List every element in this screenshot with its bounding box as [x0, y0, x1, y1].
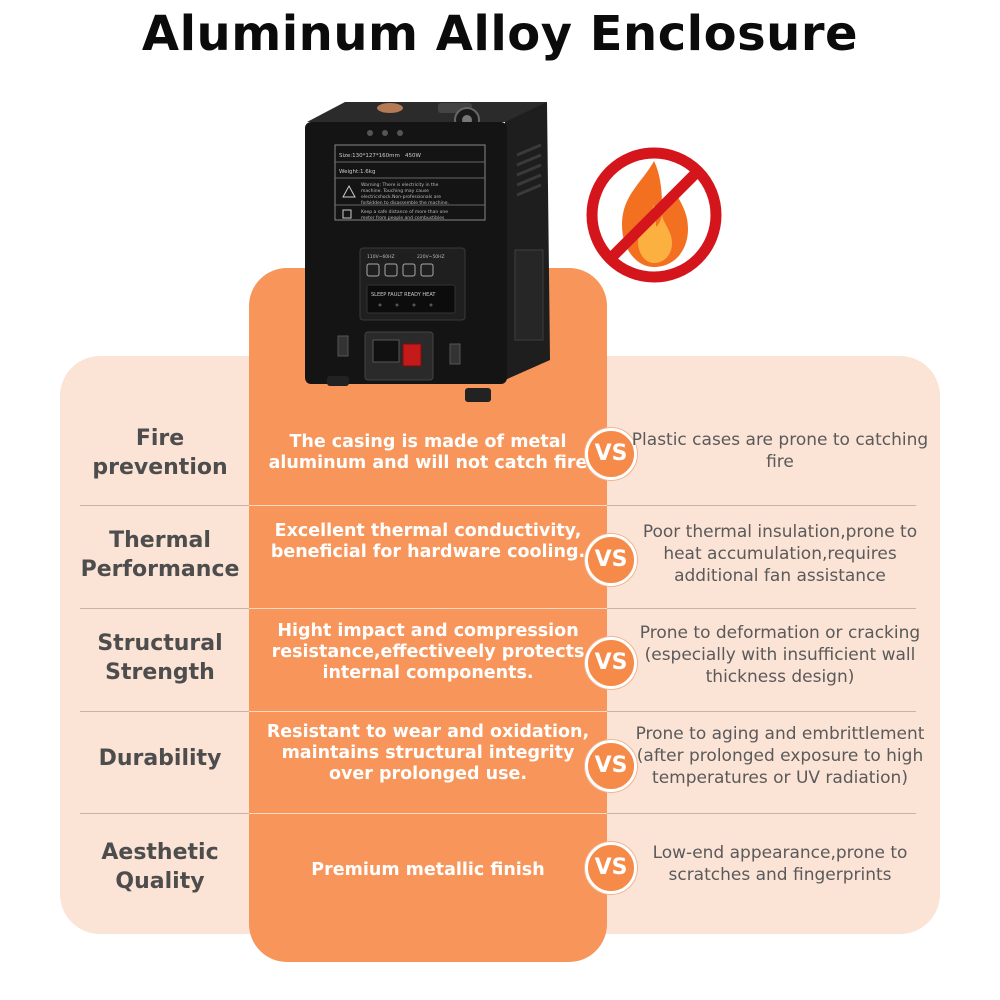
vs-badge: VS [585, 428, 637, 480]
voltage-220: 220V~50HZ [417, 254, 445, 260]
aluminum-thermal-performance: Excellent thermal conductivity, benefici… [270, 521, 586, 562]
row-label-structural-strength: Structural Strength [97, 631, 223, 685]
vs-badge: VS [585, 534, 637, 586]
warning-text: Warning: There is electricity in the mac… [361, 182, 449, 206]
device-image: Size:130*127*160mm 450W Weight:1.6kg War… [305, 102, 550, 402]
aluminum-aesthetic-quality: Premium metallic finish [311, 860, 545, 880]
plastic-structural-strength: Prone to deformation or cracking (especi… [639, 623, 921, 687]
aluminum-fire-prevention: The casing is made of metal aluminum and… [268, 432, 588, 473]
page-title: Aluminum Alloy Enclosure [141, 6, 859, 62]
weight-text: Weight:1.6kg [339, 169, 375, 175]
plastic-aesthetic-quality: Low-end appearance,prone to scratches an… [652, 843, 908, 885]
row-divider [249, 505, 607, 506]
vs-badge: VS [585, 637, 637, 689]
voltage-110: 110V~60HZ [367, 254, 395, 260]
row-divider [249, 813, 607, 814]
row-divider [249, 711, 607, 712]
row-divider [249, 608, 607, 609]
plastic-thermal-performance: Poor thermal insulation,prone to heat ac… [642, 522, 918, 586]
distance-text: Keep a safe distance of more than one me… [361, 209, 449, 221]
status-text: SLEEP FAULT READY HEAT [371, 292, 436, 298]
row-label-fire-prevention: Fire prevention [92, 426, 228, 480]
aluminum-structural-strength: Hight impact and compression resistance,… [271, 621, 585, 683]
size-text: Size:130*127*160mm [339, 153, 400, 159]
no-fire-icon [582, 143, 726, 287]
power-text: 450W [405, 153, 421, 159]
aluminum-durability: Resistant to wear and oxidation, maintai… [266, 722, 590, 784]
vs-badge: VS [585, 740, 637, 792]
plastic-fire-prevention: Plastic cases are prone to catching fire [631, 430, 929, 472]
row-label-aesthetic-quality: Aesthetic Quality [101, 840, 219, 894]
row-label-thermal-performance: Thermal Performance [80, 528, 240, 582]
vs-badge: VS [585, 842, 637, 894]
plastic-durability: Prone to aging and embrittlement (after … [635, 724, 925, 788]
row-label-durability: Durability [98, 746, 222, 771]
